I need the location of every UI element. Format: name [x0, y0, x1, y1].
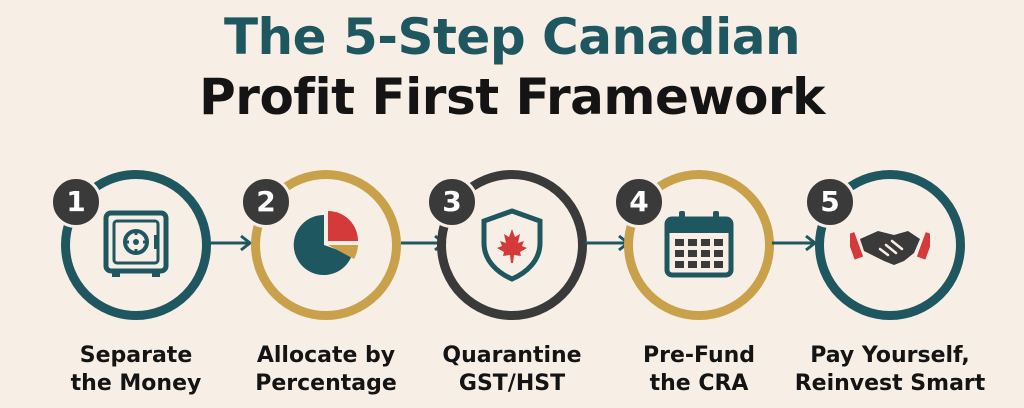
step-1: 1 Separate the Money: [46, 170, 226, 408]
maple-leaf-shield-icon: [481, 208, 543, 282]
step-2-label: Allocate by Percentage: [226, 342, 426, 398]
step-5: 5 Pay Yourself, Reinvest Smart: [795, 170, 985, 408]
step-3-label-line-2: GST/HST: [458, 371, 566, 396]
safe-icon: [103, 210, 169, 277]
title-line-1: The 5-Step Canadian: [223, 8, 801, 66]
step-4-label: Pre-Fund the CRA: [599, 342, 799, 398]
pie-chart-icon: [293, 211, 358, 275]
step-2-label-line-1: Allocate by: [256, 343, 396, 368]
step-4-badge: 4: [613, 176, 665, 228]
arrow-1-to-2: [207, 234, 253, 252]
step-5-label-line-2: Reinvest Smart: [794, 371, 986, 396]
step-3: 3 Quarantine GST/HST: [422, 170, 602, 408]
title-line-2: Profit First Framework: [199, 68, 825, 126]
step-4-label-line-2: the CRA: [649, 371, 749, 396]
step-4-label-line-1: Pre-Fund: [642, 343, 756, 368]
step-5-badge: 5: [804, 176, 856, 228]
step-1-label-line-2: the Money: [70, 371, 202, 396]
step-2-badge: 2: [240, 176, 292, 228]
step-3-ring: [437, 170, 587, 320]
step-1-ring: [61, 170, 211, 320]
step-3-label-line-1: Quarantine: [442, 343, 582, 368]
step-4: 4 Pre-Fund the CRA: [609, 170, 789, 408]
step-1-badge: 1: [50, 176, 102, 228]
step-3-badge: 3: [426, 176, 478, 228]
step-4-ring: [624, 170, 774, 320]
step-1-label-line-1: Separate: [79, 343, 193, 368]
calendar-icon: [664, 211, 734, 278]
handshake-icon: [850, 231, 930, 265]
step-2-label-line-2: Percentage: [255, 371, 397, 396]
step-5-ring: [815, 170, 965, 320]
step-2-ring: [251, 170, 401, 320]
step-5-label: Pay Yourself, Reinvest Smart: [790, 342, 990, 398]
step-3-label: Quarantine GST/HST: [412, 342, 612, 398]
step-5-label-line-1: Pay Yourself,: [810, 343, 970, 368]
step-1-label: Separate the Money: [36, 342, 236, 398]
step-2: 2 Allocate by Percentage: [236, 170, 416, 408]
